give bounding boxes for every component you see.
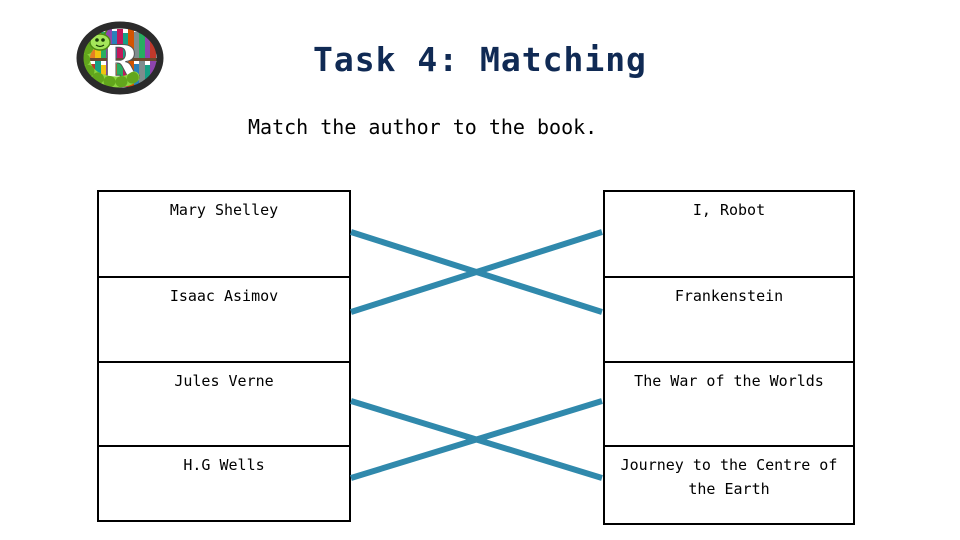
bookworm-icon bbox=[80, 29, 140, 88]
table-row: Isaac Asimov bbox=[97, 276, 351, 363]
author-cell-2[interactable]: Jules Verne bbox=[97, 361, 351, 447]
books-table: I, Robot Frankenstein The War of the Wor… bbox=[603, 190, 855, 525]
author-cell-1[interactable]: Isaac Asimov bbox=[97, 276, 351, 363]
connector-line-0 bbox=[350, 229, 603, 315]
bookworm-bookshelf-logo: R bbox=[70, 20, 170, 96]
book-cell-2[interactable]: The War of the Worlds bbox=[603, 361, 855, 447]
table-row: Jules Verne bbox=[97, 361, 351, 447]
table-row: The War of the Worlds bbox=[603, 361, 855, 447]
table-row: Journey to the Centre of the Earth bbox=[603, 445, 855, 525]
table-row: Mary Shelley bbox=[97, 190, 351, 278]
connector-line-2 bbox=[350, 398, 603, 481]
author-cell-0[interactable]: Mary Shelley bbox=[97, 190, 351, 278]
authors-table: Mary Shelley Isaac Asimov Jules Verne H.… bbox=[97, 190, 351, 522]
connector-line-3 bbox=[350, 398, 603, 481]
connector-line-1 bbox=[350, 229, 603, 315]
page-title: Task 4: Matching bbox=[313, 40, 647, 79]
instruction-text: Match the author to the book. bbox=[248, 115, 598, 139]
author-cell-3[interactable]: H.G Wells bbox=[97, 445, 351, 522]
table-row: I, Robot bbox=[603, 190, 855, 278]
book-cell-1[interactable]: Frankenstein bbox=[603, 276, 855, 363]
book-cell-3[interactable]: Journey to the Centre of the Earth bbox=[603, 445, 855, 525]
table-row: Frankenstein bbox=[603, 276, 855, 363]
book-cell-0[interactable]: I, Robot bbox=[603, 190, 855, 278]
table-row: H.G Wells bbox=[97, 445, 351, 522]
